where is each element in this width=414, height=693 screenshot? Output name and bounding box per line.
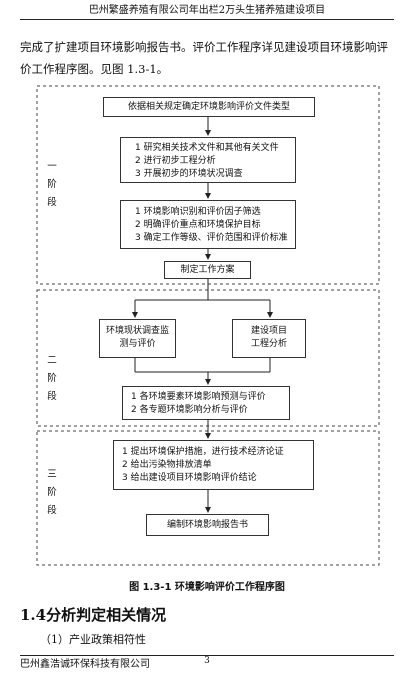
header-title: 巴州繁盛养殖有限公司年出栏2万头生猪养殖建设项目 — [88, 5, 326, 16]
section-heading: 1.4分析判定相关情况 — [20, 606, 167, 624]
footer-company: 巴州鑫浩诚环保科技有限公司 — [20, 659, 150, 670]
box-report: 编制环境影响报告书 — [146, 514, 269, 536]
box-predict: 1 各环境要素环境影响预测与评价 2 各专题环境影响分析与评价 — [122, 386, 290, 420]
stage2-label: 二 阶 段 — [47, 355, 57, 402]
section-item: （1）产业政策相符性 — [40, 633, 146, 646]
page-header: 巴州繁盛养殖有限公司年出栏2万头生猪养殖建设项目 — [20, 0, 394, 20]
box-survey: 环境现状调查监 测与评价 — [99, 319, 176, 358]
box-identify: 1 环境影响识别和评价因子筛选 2 明确评价重点和环境保护目标 3 确定工作等级… — [120, 200, 296, 249]
box-engineering: 建设项目 工程分析 — [232, 319, 306, 358]
box-measures: 1 提出环境保护措施，进行技术经济论证 2 给出污染物排放清单 3 给出建设项目… — [113, 440, 314, 490]
box-plan: 制定工作方案 — [164, 261, 251, 279]
page-footer: 巴州鑫浩诚环保科技有限公司 3 — [20, 655, 394, 672]
page-number: 3 — [204, 656, 210, 666]
intro-paragraph: 完成了扩建项目环境影响报告书。评价工作程序详见建设项目环境影响评价工作程序图。见… — [20, 40, 388, 76]
stage3-label: 三 阶 段 — [47, 469, 57, 516]
box-research: 1 研究相关技术文件和其他有关文件 2 进行初步工程分析 3 开展初步的环境状况… — [120, 137, 296, 183]
figure-caption: 图 1.3-1 环境影响评价工作程序图 — [129, 582, 285, 593]
box-determine-type: 依据相关规定确定环境影响评价文件类型 — [103, 97, 315, 117]
stage1-label: 一 阶 段 — [47, 161, 57, 208]
